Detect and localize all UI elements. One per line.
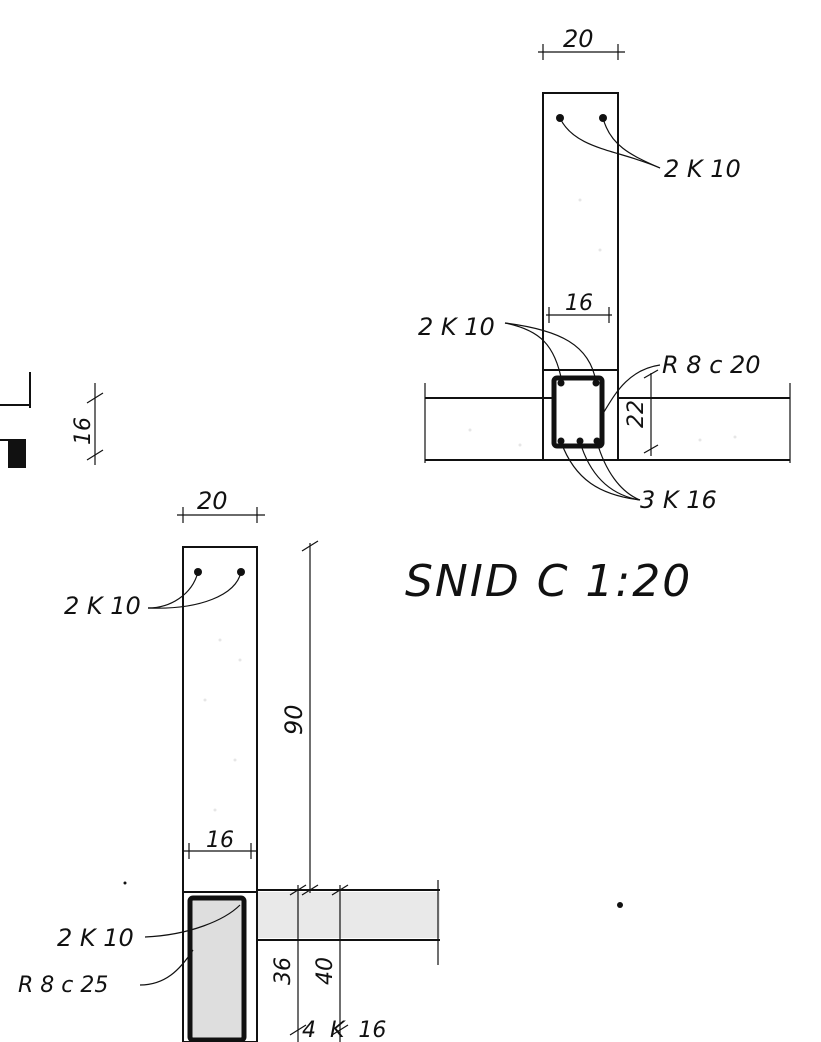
leader-line [147, 571, 242, 609]
dim-36: 36 [271, 957, 296, 985]
stirrup [187, 895, 247, 1042]
label-left-bars: 2 K 10 [418, 313, 495, 341]
stirrup [551, 375, 605, 449]
beam-concrete [190, 900, 244, 1040]
label-stirrups: R 8 c 20 [662, 351, 761, 379]
section-bottom: 20 2 K 10 90 16 2 K 10 R 8 c 25 36 40 4 … [18, 487, 440, 1042]
label-left-bars: 2 K 10 [57, 924, 134, 952]
label-bottom-bars: 3 K 16 [640, 486, 717, 514]
leader-line [147, 571, 199, 609]
leader-line [596, 441, 641, 501]
dim-tick [301, 540, 319, 552]
label-bottom-bars: 4 K 16 [302, 1018, 386, 1042]
dim-tick [86, 449, 104, 461]
rebar-dot [592, 379, 600, 387]
dim-tick [289, 1024, 307, 1036]
beam-outline [182, 891, 258, 1042]
dim-beam-height: 22 [624, 400, 649, 428]
concrete-texture [468, 198, 737, 447]
dim-web-width: 20 [197, 487, 228, 515]
label-top-bars: 2 K 10 [64, 592, 141, 620]
leader-line [139, 949, 194, 986]
dim-web-width: 20 [563, 25, 594, 53]
fragment-left: 16 [0, 372, 104, 468]
slab-concrete [257, 892, 440, 938]
leader-line [504, 322, 597, 383]
leader-line [144, 904, 241, 938]
section-top: 20 2 K 10 16 2 K 10 R 8 c 20 22 3 K 16 [418, 25, 791, 514]
ink-dot [617, 902, 623, 908]
dim-tick [331, 884, 349, 896]
dim-tick [331, 1024, 349, 1036]
leader-line [601, 364, 661, 416]
beam-outline [542, 369, 619, 461]
drawing-title: SNID C 1:20 [405, 556, 692, 607]
dim-height: 90 [280, 704, 308, 735]
leader-line [560, 441, 641, 501]
leader-line [504, 322, 563, 383]
dim-tick [289, 884, 307, 896]
concrete-texture [203, 638, 242, 812]
dim-inner-width: 16 [206, 828, 234, 853]
web-outline [542, 92, 619, 371]
dim-tick [301, 884, 319, 896]
dim-tick [643, 369, 659, 379]
dim-fragment: 16 [71, 417, 96, 445]
fragment-fill [8, 440, 26, 468]
rebar-dot [576, 437, 584, 445]
label-stirrups: R 8 c 25 [18, 973, 108, 998]
rebar-dot [557, 379, 565, 387]
leader-line [559, 117, 661, 169]
dim-40: 40 [313, 957, 338, 985]
dim-inner-width: 16 [565, 291, 593, 316]
rebar-dot [557, 437, 565, 445]
leader-line [602, 117, 661, 169]
ink-dot [123, 881, 127, 885]
label-top-bars: 2 K 10 [664, 155, 741, 183]
leader-line [579, 441, 641, 501]
rebar-dot [593, 437, 601, 445]
dim-tick [643, 444, 659, 454]
dim-tick [86, 392, 104, 404]
